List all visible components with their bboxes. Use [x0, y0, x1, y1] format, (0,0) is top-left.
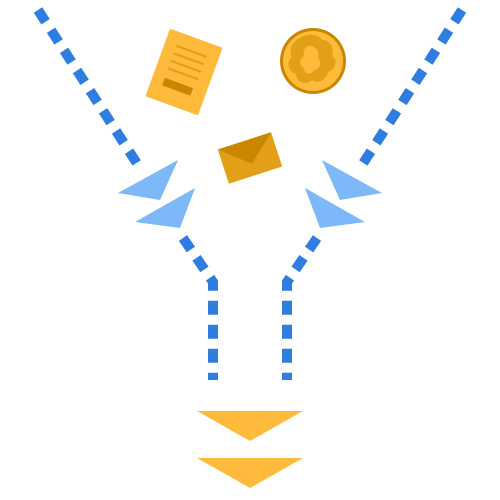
document-icon [145, 29, 223, 115]
funnel-right-wall [357, 7, 467, 168]
inflow-arrow-right-lower [305, 188, 365, 228]
funnel-right-neck [282, 235, 322, 380]
funnel-outline [33, 7, 467, 380]
inflow-arrow-right-upper [322, 160, 382, 200]
inflow-arrows [118, 160, 382, 228]
funnel-left-neck [178, 235, 218, 380]
inflow-arrow-left-lower [135, 188, 195, 228]
output-arrow-lower [197, 458, 303, 488]
output-arrow-upper [197, 411, 303, 441]
envelope-icon [217, 132, 283, 184]
funnel-left-wall [33, 7, 143, 168]
inflow-arrow-left-upper [118, 160, 178, 200]
output-arrows [197, 411, 303, 488]
coin-icon [280, 28, 346, 94]
